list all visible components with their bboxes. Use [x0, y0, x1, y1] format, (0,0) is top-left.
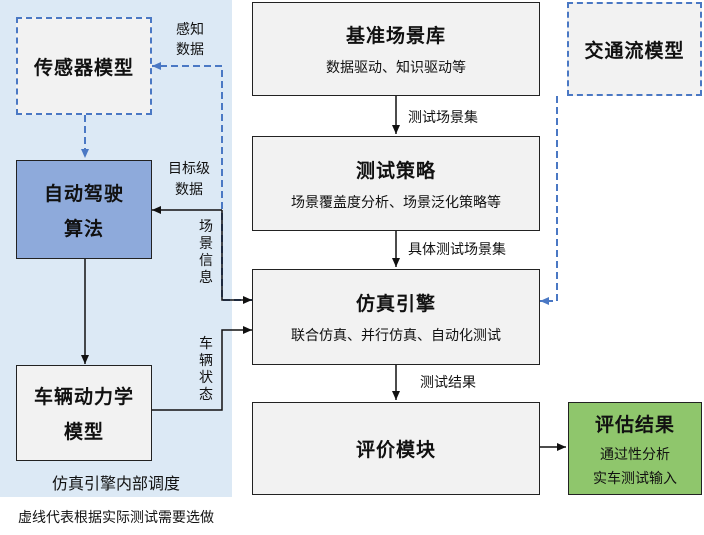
traffic-flow-model-title: 交通流模型 [584, 39, 685, 62]
scenario-library-subtitle: 数据驱动、知识驱动等 [326, 60, 466, 76]
evaluation-result-line2: 实车测试输入 [593, 470, 677, 487]
test-strategy-title: 测试策略 [355, 159, 436, 182]
specific-test-scene-set-label: 具体测试场景集 [408, 242, 506, 258]
test-scene-set-label: 测试场景集 [408, 110, 478, 126]
traffic-flow-model-box: 交通流模型 [567, 2, 702, 96]
test-strategy-subtitle: 场景覆盖度分析、场景泛化策略等 [291, 194, 501, 211]
scenario-library-title: 基准场景库 [345, 25, 446, 47]
perception-data-label-2: 数据 [176, 42, 204, 58]
sim-engine-title: 仿真引擎 [355, 293, 436, 315]
target-data-label-2: 数据 [175, 182, 203, 198]
sim-engine-subtitle: 联合仿真、并行仿真、自动化测试 [291, 328, 501, 344]
test-strategy-box: 测试策略 场景覆盖度分析、场景泛化策略等 [252, 136, 540, 231]
evaluation-result-title: 评估结果 [594, 413, 675, 436]
vehicle-dynamics-box: 车辆动力学 模型 [16, 365, 152, 461]
scenario-library-box: 基准场景库 数据驱动、知识驱动等 [252, 2, 540, 96]
footnote: 虚线代表根据实际测试需要选做 [18, 510, 214, 526]
evaluation-module-title: 评价模块 [355, 439, 436, 461]
evaluation-result-line1: 通过性分析 [600, 446, 670, 463]
sim-engine-box: 仿真引擎 联合仿真、并行仿真、自动化测试 [252, 269, 540, 365]
evaluation-result-box: 评估结果 通过性分析 实车测试输入 [568, 402, 702, 495]
test-result-label: 测试结果 [420, 375, 476, 391]
traffic-to-engine-arrow [540, 96, 558, 305]
target-data-label-1: 目标级 [168, 161, 210, 177]
vehicle-state-label: 车辆状态 [199, 336, 213, 403]
scene-info-label: 场景信息 [199, 219, 213, 286]
sensor-model-box: 传感器模型 [16, 17, 152, 115]
sensor-model-title: 传感器模型 [33, 56, 134, 79]
ad-algorithm-title-1: 自动驾驶 [43, 182, 124, 205]
ad-algorithm-title-2: 算法 [63, 217, 104, 240]
vehicle-state-arrow [152, 326, 252, 411]
ad-algorithm-box: 自动驾驶 算法 [16, 160, 152, 259]
panel-label: 仿真引擎内部调度 [51, 474, 180, 493]
vehicle-dynamics-title-1: 车辆动力学 [33, 386, 134, 408]
vehicle-dynamics-title-2: 模型 [63, 421, 104, 443]
scene-info-arrow [221, 210, 252, 304]
evaluation-module-box: 评价模块 [252, 402, 540, 495]
perception-data-label-1: 感知 [176, 22, 204, 38]
